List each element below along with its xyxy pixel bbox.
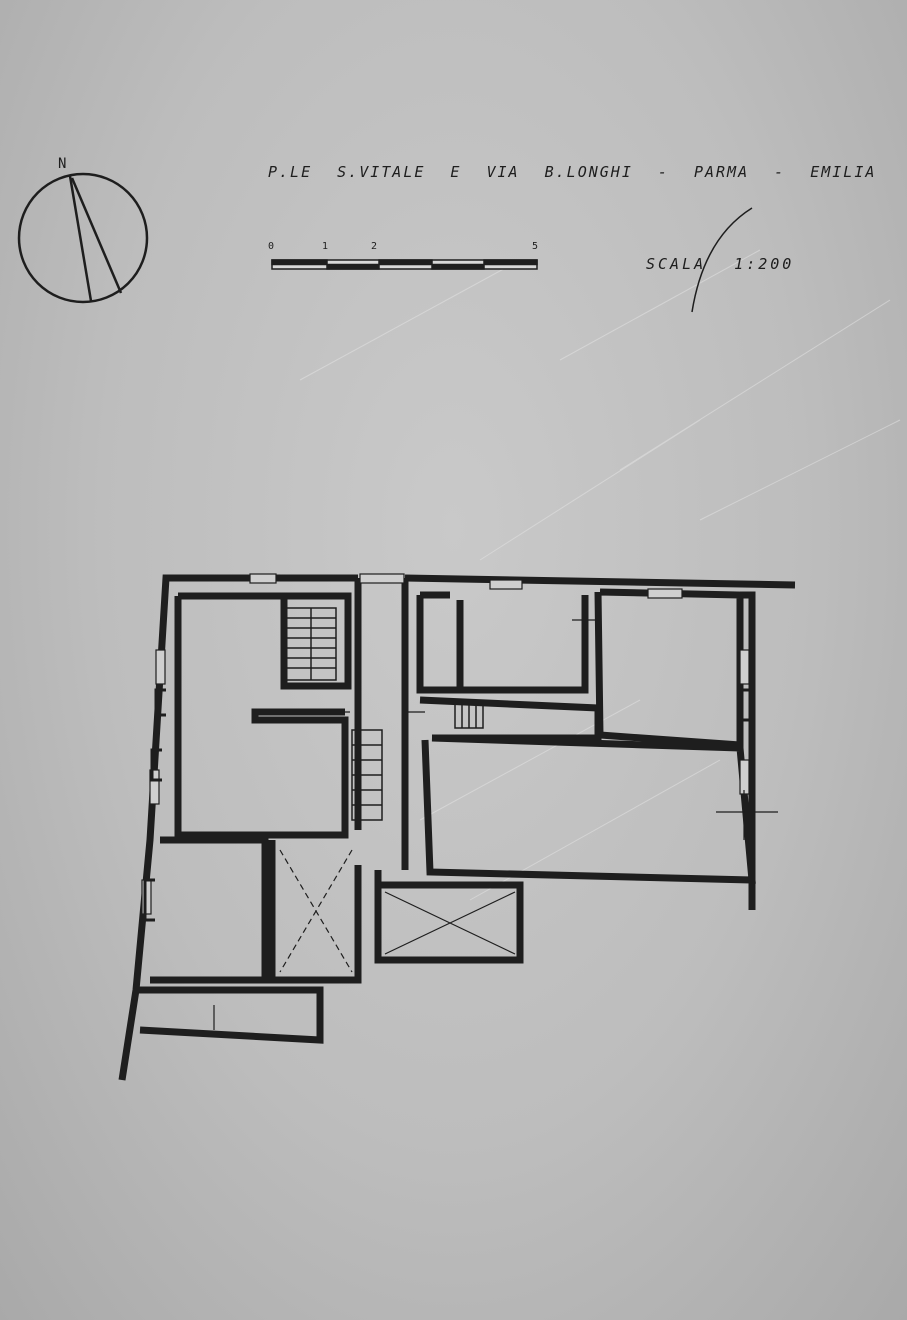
drawing-title: P.LE S.VITALE E VIA B.LONGHI - PARMA - E… <box>268 163 877 181</box>
north-compass <box>17 172 149 304</box>
scale-tick-2: 2 <box>371 241 378 252</box>
scale-label: SCALA 1:200 <box>646 255 795 273</box>
north-label: N <box>58 156 70 172</box>
pilasters <box>143 688 752 922</box>
scale-tick-0: 0 <box>268 241 275 252</box>
stairs <box>285 607 484 821</box>
scale-tick-1: 1 <box>322 241 329 252</box>
scale-tick-5: 5 <box>532 241 539 252</box>
pen-stroke <box>691 207 753 313</box>
open-courtyards <box>279 849 516 973</box>
scale-bar <box>271 259 538 270</box>
building-walls <box>118 574 796 1081</box>
